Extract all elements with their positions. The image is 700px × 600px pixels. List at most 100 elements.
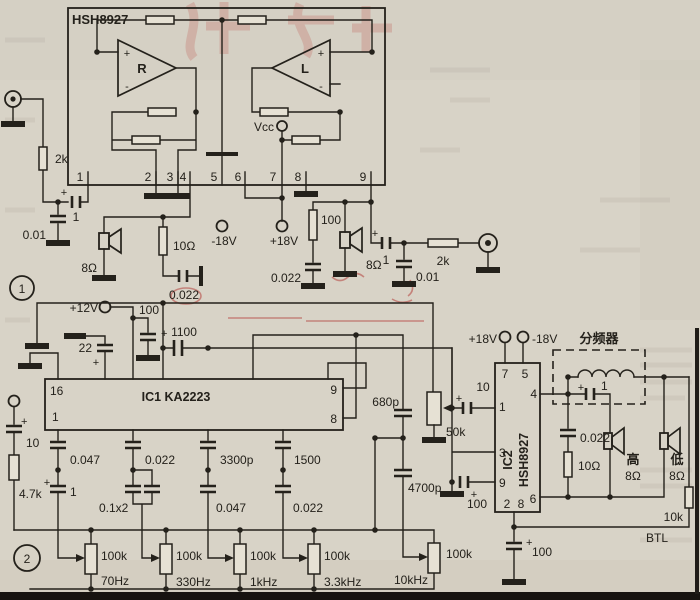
- zobel-left-speaker: 8Ω 10Ω 0.022: [81, 184, 203, 302]
- r50k-label: 50k: [446, 425, 466, 439]
- band4-row2-label: 0.022: [293, 501, 323, 515]
- speaker-left-label: 8Ω: [81, 261, 97, 275]
- xc1-plus: +: [578, 382, 584, 394]
- pot5-freq: 10kHz: [394, 573, 428, 587]
- r10k-label: 10k: [664, 510, 684, 524]
- pot3-value: 100k: [250, 549, 277, 563]
- c100-out-plus: +: [526, 537, 532, 549]
- pin-6: 6: [235, 170, 242, 184]
- speaker-right-label: 8Ω: [366, 258, 382, 272]
- band2-row1-label: 0.022: [145, 453, 175, 467]
- cap-out-plus: +: [372, 228, 378, 240]
- xr10-label: 10Ω: [578, 459, 600, 473]
- pin-1: 1: [77, 170, 84, 184]
- c10-fb-plus: +: [456, 393, 462, 405]
- c100-supply-label: 100: [139, 303, 159, 317]
- opamp-r-label: R: [137, 61, 147, 76]
- crossover-network: 分频器 + 1 0.022 10Ω 高 8Ω 低 8Ω: [502, 331, 694, 585]
- badge2-number: 2: [24, 552, 31, 566]
- opamp-l-icon: [270, 38, 331, 98]
- supply-terminals-2: +18V -18V: [469, 330, 557, 364]
- crossover-title: 分频器: [579, 331, 619, 346]
- c100-plus: +: [161, 328, 167, 340]
- bleed-texture: [5, 37, 692, 543]
- ic2-pin6: 6: [530, 492, 537, 506]
- ic1-pin-row: 1 2 3 4 5 6 7 8 9: [77, 170, 372, 186]
- ic1-pin8: 8: [330, 412, 337, 426]
- r-10ohm-label: 10Ω: [173, 239, 195, 253]
- woofer-ohm-label: 8Ω: [669, 469, 685, 483]
- ic-hsh8927-outline: [67, 7, 386, 186]
- c10-in-plus: +: [21, 416, 27, 428]
- c100-fb-label: 100: [467, 497, 487, 511]
- pot1-value: 100k: [101, 549, 128, 563]
- xc1-label: 1: [601, 379, 608, 393]
- xc022-label: 0.022: [580, 431, 610, 445]
- cap-in-plus: +: [61, 187, 67, 199]
- opamp-r-plus: +: [124, 48, 130, 60]
- c4700-label: 4700p: [408, 481, 442, 495]
- r-2k-out-label: 2k: [437, 254, 451, 268]
- ic1-pin9: 9: [330, 383, 337, 397]
- pot3-freq: 1kHz: [250, 575, 277, 589]
- opamp-r-minus: -: [125, 81, 129, 93]
- band2-column: 0.022 0.1x2: [99, 429, 175, 562]
- c10-in-label: 10: [26, 436, 40, 450]
- c1100-label: 1100: [171, 325, 197, 339]
- pin-9: 9: [360, 170, 367, 184]
- bus-junctions: [88, 527, 317, 592]
- ic2-hsh8927: 7 5 4 1 3 9 2 8 6 IC2 HSH8927: [494, 362, 541, 513]
- c1100-bootstrap: 1100: [160, 302, 211, 380]
- ic2-name-line1: IC2: [501, 450, 515, 470]
- c100-out-label: 100: [532, 545, 552, 559]
- pot2-value: 100k: [176, 549, 203, 563]
- c22-decoupling: 22 +: [64, 333, 113, 380]
- r-2k-in-label: 2k: [55, 152, 69, 166]
- v18pos-label: +18V: [469, 332, 497, 346]
- pos18v-terminal: [275, 219, 289, 233]
- band4-column: 1500 0.022: [275, 429, 323, 562]
- cap-out-label: 1: [383, 253, 390, 267]
- circuit1-junctions: [94, 17, 375, 201]
- left-input-chain: 2k + 1 0.01: [1, 90, 89, 246]
- ic2-pin9: 9: [499, 476, 506, 490]
- circuit2-badge: 2: [13, 544, 41, 572]
- pot5-value: 100k: [446, 547, 473, 561]
- c22-label: 22: [79, 341, 93, 355]
- cap-in-label: 1: [73, 210, 80, 224]
- ic1-pin1: 1: [52, 410, 59, 424]
- c680-c4700-column: 680p 4700p: [372, 395, 442, 561]
- pin-grounds: [144, 191, 318, 199]
- badge1-number: 1: [19, 282, 26, 296]
- v12-supply: +12V 100 +: [70, 300, 167, 380]
- pin-4: 4: [180, 170, 187, 184]
- pos18v-label: +18V: [270, 234, 298, 248]
- circuit1: HSH8927 R L + - + - Vcc: [1, 7, 500, 302]
- vcc-terminal: [276, 120, 288, 132]
- band3-column: 3300p 0.047: [200, 429, 254, 562]
- opamp-r-icon: [117, 38, 178, 98]
- cap-001-in-label: 0.01: [23, 228, 47, 242]
- pot2-freq: 330Hz: [176, 575, 211, 589]
- ic2-pin2: 2: [504, 497, 511, 511]
- r-100-label: 100: [321, 213, 341, 227]
- ic1-ka2223: 16 1 IC1 KA2223 9 8: [44, 378, 344, 431]
- c680-label: 680p: [372, 395, 399, 409]
- tweeter-ohm-label: 8Ω: [625, 469, 641, 483]
- band3-row1-label: 3300p: [220, 453, 254, 467]
- pin-2: 2: [145, 170, 152, 184]
- output-jack-right: [478, 233, 498, 253]
- band3-row2-label: 0.047: [216, 501, 246, 515]
- band1-plus: +: [44, 477, 50, 489]
- ic2-name-line2: HSH8927: [517, 433, 531, 487]
- band4-row1-label: 1500: [294, 453, 321, 467]
- ic1-name: IC1 KA2223: [142, 390, 211, 404]
- neg18v-label: -18V: [211, 234, 236, 248]
- pin-5: 5: [211, 170, 218, 184]
- pin16-ground: [18, 352, 59, 380]
- c22-plus: +: [93, 357, 99, 369]
- btl-label: BTL: [646, 531, 668, 545]
- v12-label: +12V: [70, 301, 98, 315]
- ic2-pin1: 1: [499, 400, 506, 414]
